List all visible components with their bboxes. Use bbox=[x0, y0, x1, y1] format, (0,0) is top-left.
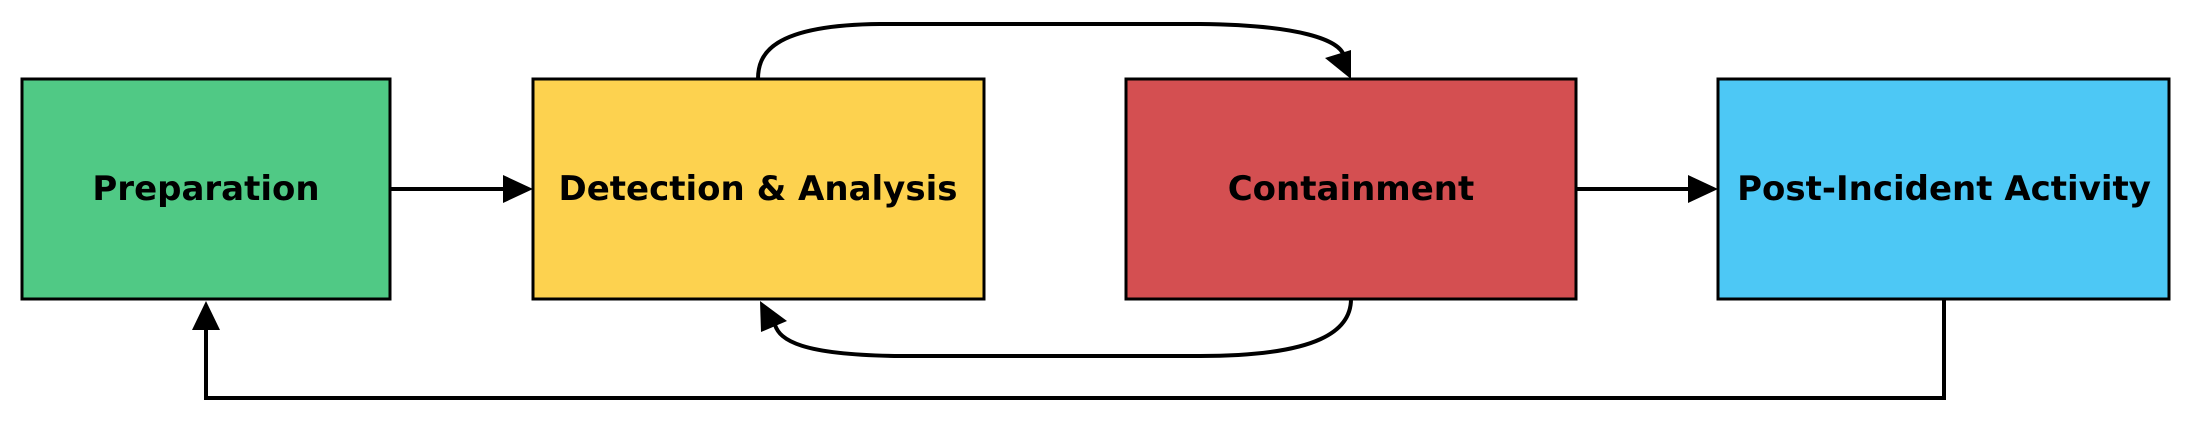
node-detection: Detection & Analysis bbox=[531, 77, 986, 301]
edge-containment-to-detection-arrowhead bbox=[760, 301, 787, 332]
edge-preparation-to-detection-arrowhead bbox=[503, 175, 533, 203]
node-post-incident-label: Post-Incident Activity bbox=[1737, 169, 2151, 209]
node-detection-label: Detection & Analysis bbox=[559, 169, 958, 209]
edge-containment-to-detection-line bbox=[773, 298, 1353, 358]
edge-containment-to-post-incident-arrowhead bbox=[1688, 175, 1718, 203]
node-preparation: Preparation bbox=[20, 77, 392, 301]
edge-preparation-to-detection bbox=[390, 175, 533, 203]
node-post-incident: Post-Incident Activity bbox=[1716, 77, 2171, 301]
edge-post-incident-to-preparation-arrowhead bbox=[192, 301, 220, 330]
edge-post-incident-to-preparation bbox=[192, 299, 1946, 400]
edge-detection-to-containment-arrowhead bbox=[1325, 50, 1351, 79]
edge-detection-to-containment-line bbox=[756, 22, 1346, 80]
node-containment-label: Containment bbox=[1228, 169, 1475, 209]
node-preparation-label: Preparation bbox=[92, 169, 319, 209]
node-containment: Containment bbox=[1124, 77, 1578, 301]
node-preparation-box bbox=[20, 77, 392, 301]
node-detection-box bbox=[531, 77, 986, 301]
edge-post-incident-to-preparation-line bbox=[204, 299, 1946, 400]
edge-containment-to-post-incident bbox=[1576, 175, 1718, 203]
edge-detection-to-containment bbox=[756, 22, 1351, 80]
node-post-incident-box bbox=[1716, 77, 2171, 301]
edge-containment-to-detection bbox=[760, 298, 1353, 358]
